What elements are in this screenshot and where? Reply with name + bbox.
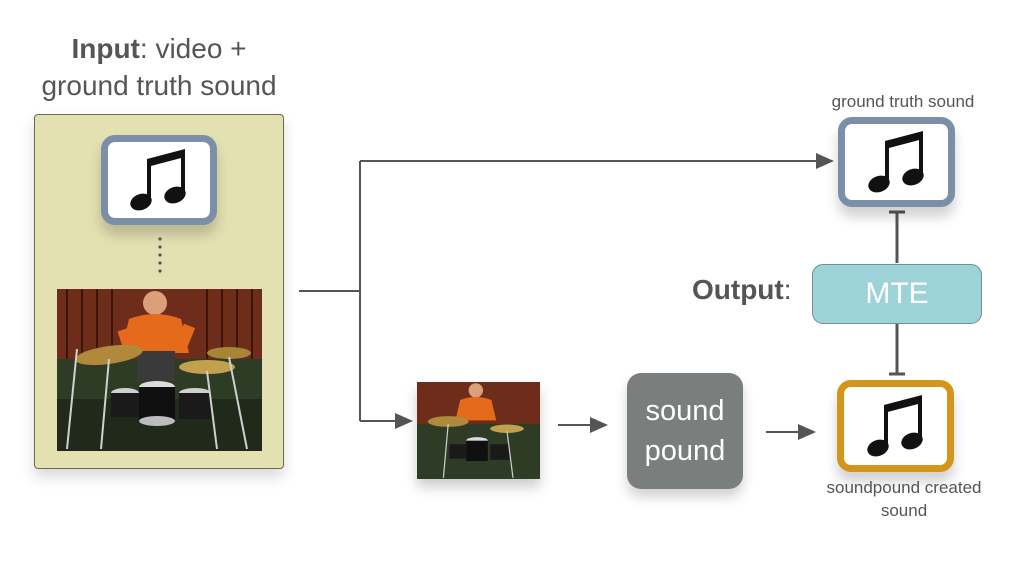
ground-truth-caption: ground truth sound: [831, 92, 975, 111]
mte-box: MTE: [812, 264, 982, 324]
input-title-rest: : video +: [139, 33, 247, 64]
soundpound-created-caption: soundpound created sound: [804, 476, 1004, 522]
input-sound-note: [101, 135, 217, 225]
output-label-rest: :: [783, 274, 792, 305]
input-title: Input: video + ground truth sound: [0, 30, 318, 104]
drummer-thumbnail-image: [417, 382, 540, 479]
input-video-frame: [57, 289, 262, 451]
output-label-bold: Output: [692, 274, 784, 305]
soundpound-line2: pound: [644, 435, 726, 467]
ellipsis-dots: [158, 237, 162, 273]
soundpound-line1: sound: [645, 395, 725, 427]
soundpound-created-sound-note: [837, 380, 954, 472]
drummer-video-image: [57, 289, 262, 451]
music-note-icon: [866, 395, 923, 457]
video-thumbnail: [417, 382, 540, 479]
input-title-bold: Input: [71, 33, 140, 64]
music-note-icon: [130, 149, 186, 211]
music-note-icon: [867, 131, 924, 193]
soundpound-caption-line2: sound: [880, 501, 928, 520]
output-label: Output:: [692, 274, 792, 306]
ground-truth-sound-note: [838, 117, 955, 207]
soundpound-caption-line1: soundpound created: [826, 478, 982, 497]
input-title-line2: ground truth sound: [41, 70, 277, 101]
soundpound-box: sound pound: [627, 373, 743, 489]
